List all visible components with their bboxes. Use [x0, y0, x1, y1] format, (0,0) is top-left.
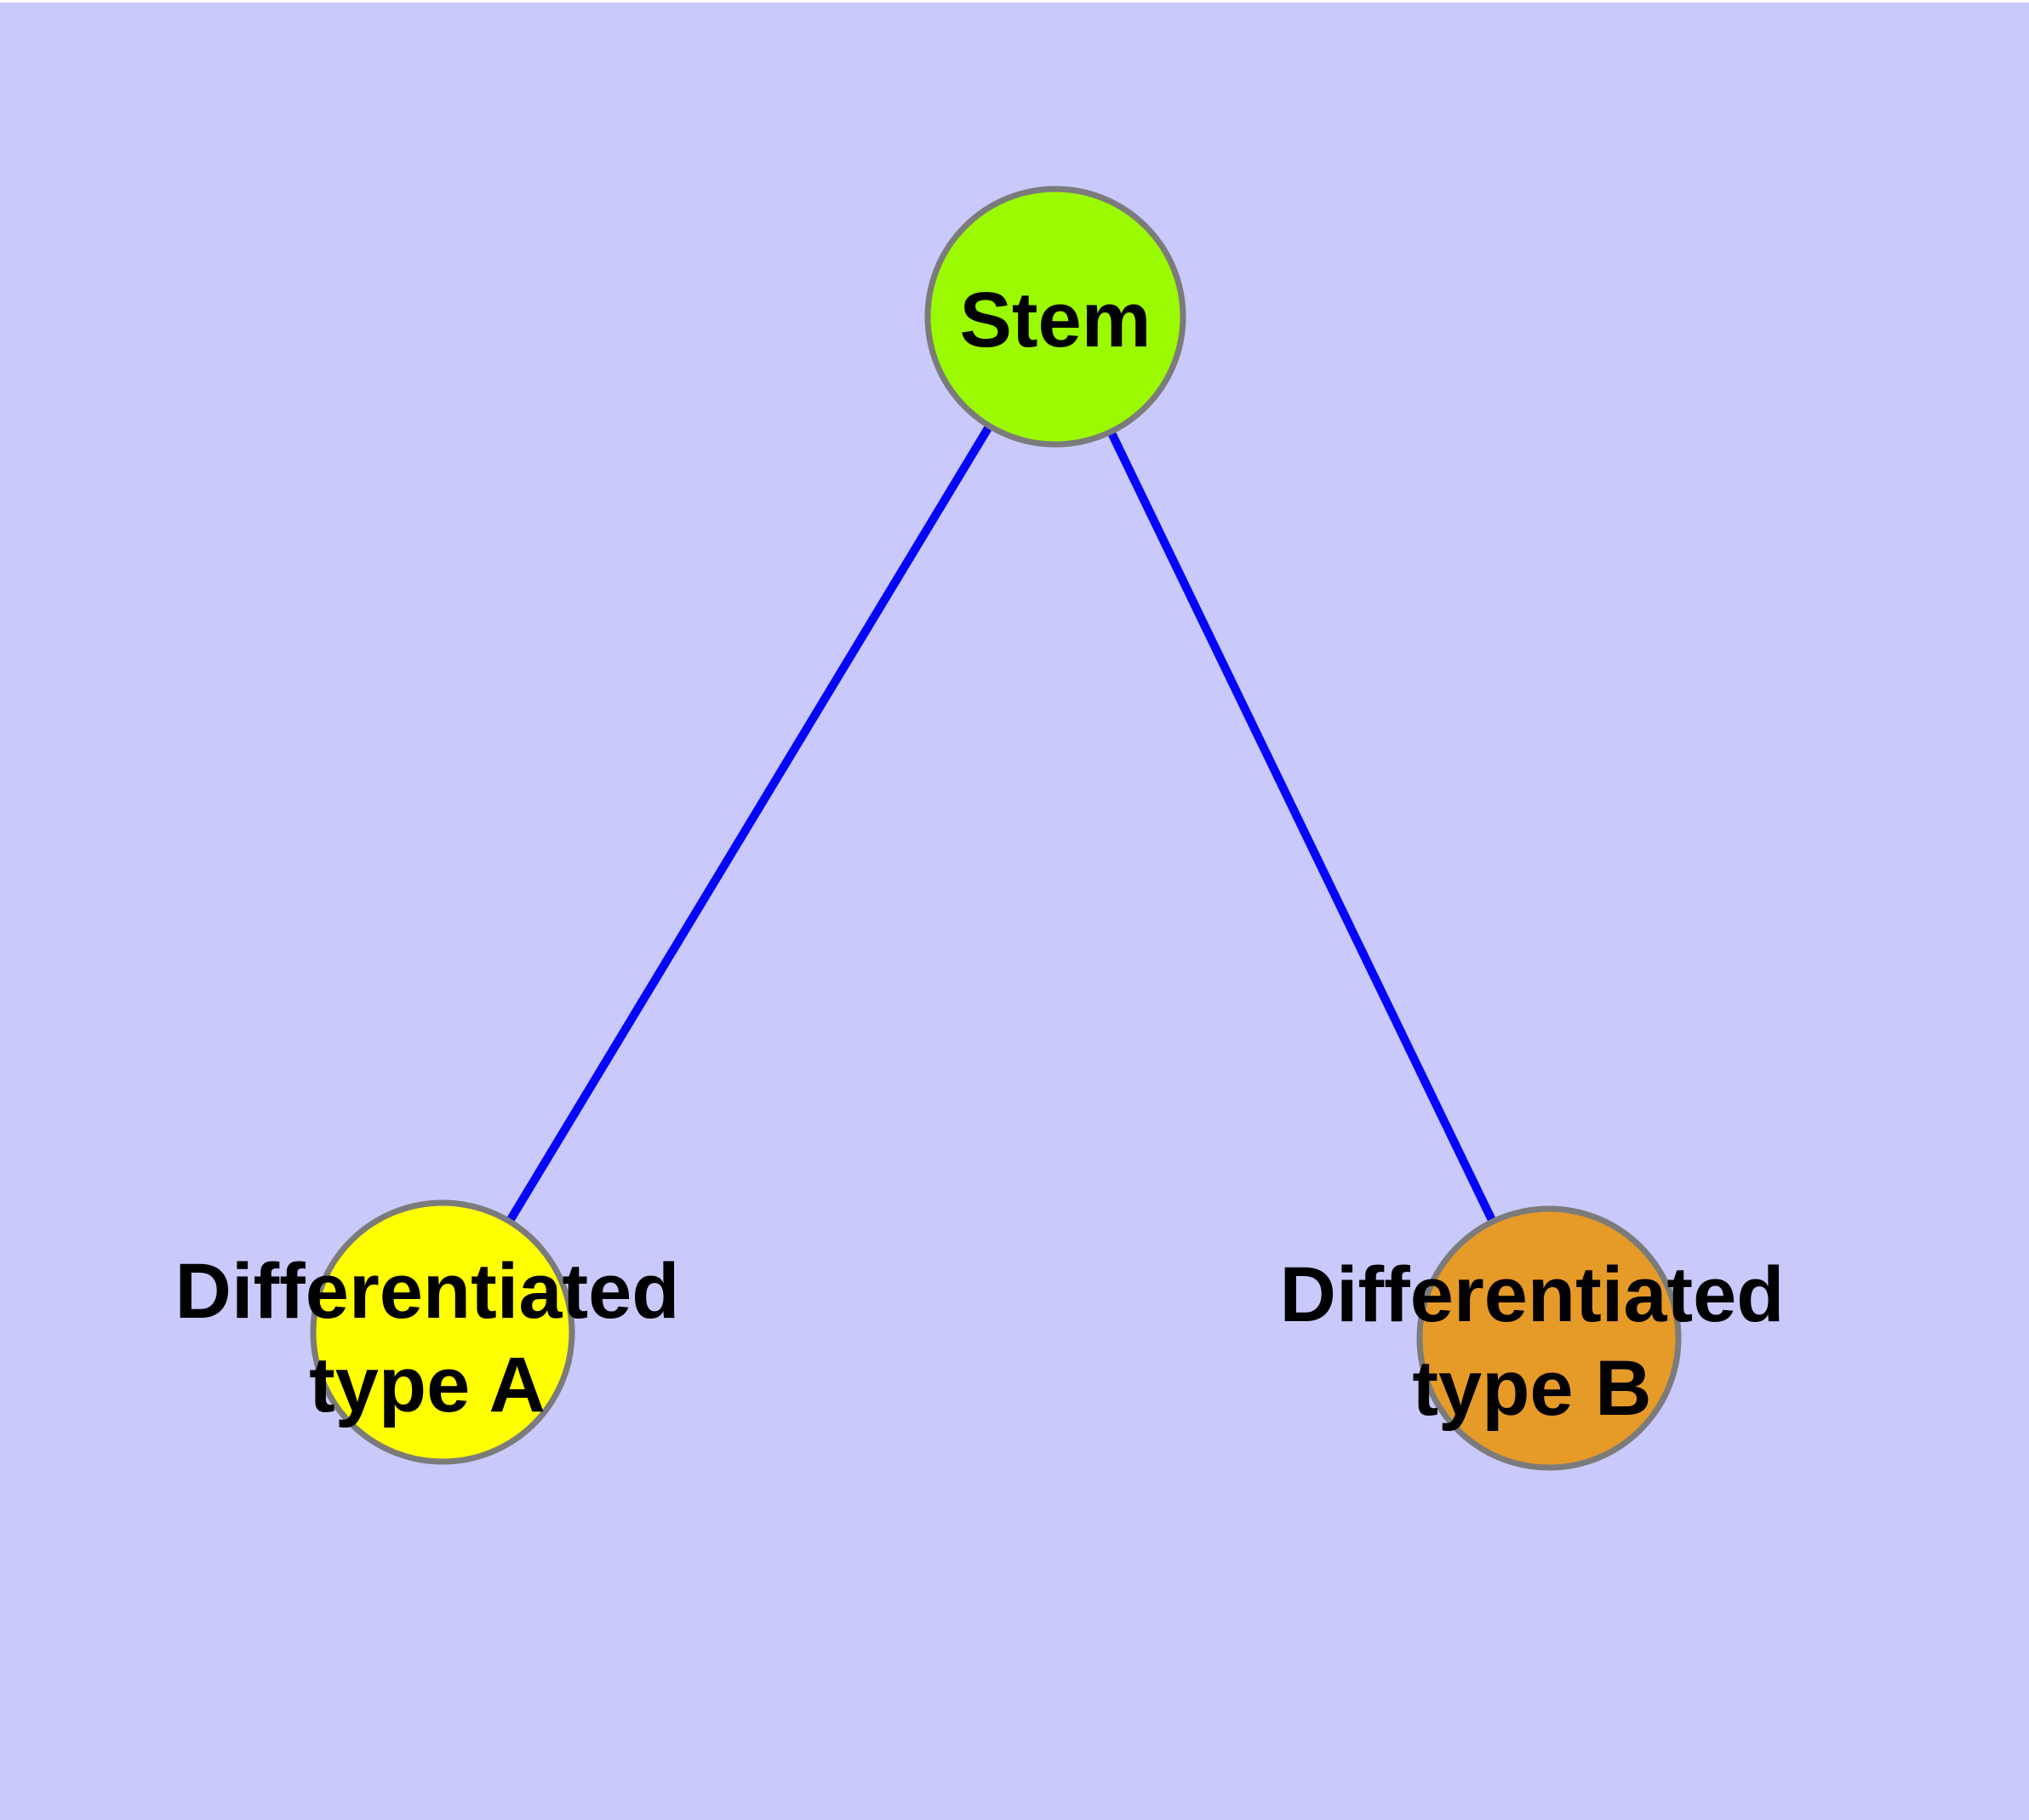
top-edge-strip [0, 0, 2029, 3]
node-type-b-circle [1416, 1205, 1682, 1471]
edge-stem-to-type-a [438, 314, 1060, 1335]
node-type-b-label: Differentiated type B [1279, 1251, 1785, 1432]
node-type-a-circle [310, 1199, 575, 1465]
node-stem-circle [924, 186, 1186, 448]
node-type-a-label: Differentiated type A [174, 1248, 680, 1428]
edge-stem-to-type-b [1051, 314, 1553, 1341]
node-stem-label: Stem [959, 277, 1152, 363]
